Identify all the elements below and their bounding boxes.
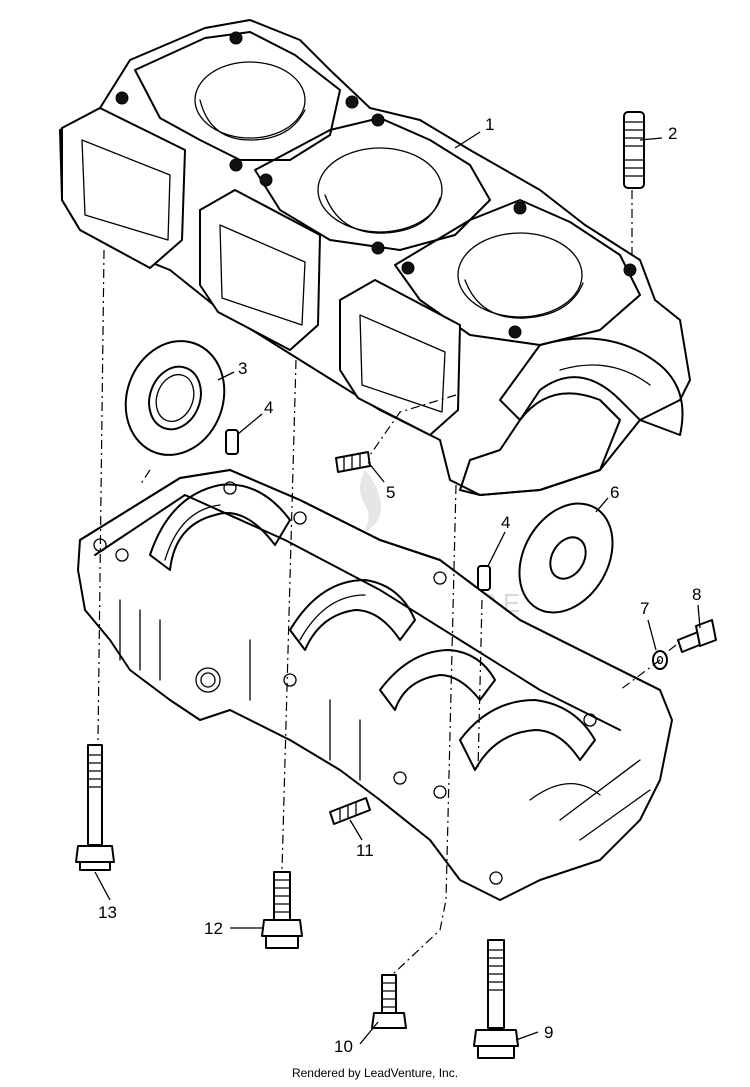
callout-5: 5 (386, 483, 395, 502)
callout-7: 7 (640, 599, 649, 618)
plug-part-5 (335, 451, 371, 473)
callout-labels: 1 2 3 4 4 5 6 7 8 9 10 11 12 13 (98, 115, 701, 1056)
dowel-pin-part-4a (225, 429, 239, 455)
oil-seal-part-6 (518, 502, 614, 614)
callout-4-upper: 4 (264, 398, 273, 417)
callout-13: 13 (98, 903, 117, 922)
dowel-pin-part-4b (477, 565, 491, 591)
lower-crankcase (77, 469, 673, 901)
callout-2: 2 (668, 124, 677, 143)
bolt-part-13 (75, 744, 115, 871)
callout-8: 8 (692, 585, 701, 604)
callout-12: 12 (204, 919, 223, 938)
callout-1: 1 (485, 115, 494, 134)
callout-9: 9 (544, 1023, 553, 1042)
oil-seal-part-3 (124, 340, 226, 456)
callout-3: 3 (238, 359, 247, 378)
plug-part-11 (329, 797, 371, 825)
render-credit: Rendered by LeadVenture, Inc. (291, 1066, 459, 1080)
bolt-part-12 (261, 871, 303, 949)
leader-lines (94, 131, 701, 1045)
callout-4-lower: 4 (501, 513, 510, 532)
bolt-part-8 (677, 619, 717, 653)
stud-part-2 (623, 111, 645, 189)
callout-11: 11 (356, 841, 374, 860)
callout-10: 10 (334, 1037, 353, 1056)
alignment-centerlines (97, 190, 677, 976)
upper-crankcase (59, 19, 691, 496)
bolt-part-9 (473, 939, 519, 1059)
callout-6: 6 (610, 483, 619, 502)
bolt-part-10 (371, 974, 407, 1029)
